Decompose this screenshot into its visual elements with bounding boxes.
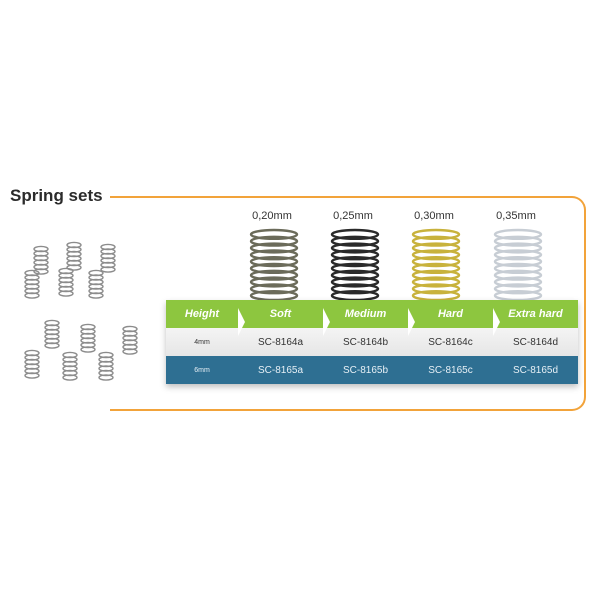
header-hard: Hard bbox=[408, 308, 500, 336]
table-row: 6mm SC-8165a SC-8165b SC-8165c SC-8165d bbox=[166, 356, 578, 384]
cell-soft: SC-8164a bbox=[257, 336, 304, 348]
header-height: Height bbox=[166, 308, 245, 336]
thickness-label-extra-hard: 0,35mm bbox=[496, 210, 536, 222]
chevron-divider-icon bbox=[238, 308, 245, 336]
cell-extra-hard: SC-8165d bbox=[512, 364, 559, 376]
header-medium: Medium bbox=[323, 308, 415, 336]
table-header-row: Height Soft Medium Hard Extra hard bbox=[166, 300, 578, 336]
cell-height: 4mm bbox=[194, 338, 210, 346]
cell-medium: SC-8165b bbox=[342, 364, 389, 376]
spring-image-medium bbox=[330, 228, 380, 302]
small-springs-image bbox=[24, 241, 138, 381]
cell-hard: SC-8164c bbox=[428, 336, 473, 348]
cell-height: 6mm bbox=[194, 366, 210, 374]
spring-image-soft bbox=[249, 228, 299, 302]
thickness-label-hard: 0,30mm bbox=[414, 210, 454, 222]
chevron-divider-icon bbox=[408, 308, 415, 336]
spring-table: Height Soft Medium Hard Extra hard 4mm S… bbox=[166, 300, 578, 384]
table-row: 4mm SC-8164a SC-8164b SC-8164c SC-8164d bbox=[166, 328, 578, 356]
cell-extra-hard: SC-8164d bbox=[512, 336, 559, 348]
section-title: Spring sets bbox=[10, 186, 103, 205]
chevron-divider-icon bbox=[493, 308, 500, 336]
thickness-label-soft: 0,20mm bbox=[252, 210, 292, 222]
spring-image-hard bbox=[411, 228, 461, 302]
spring-image-extra-hard bbox=[493, 228, 543, 302]
cell-medium: SC-8164b bbox=[342, 336, 389, 348]
header-extra-hard: Extra hard bbox=[508, 308, 563, 320]
cell-hard: SC-8165c bbox=[428, 364, 473, 376]
chevron-divider-icon bbox=[323, 308, 330, 336]
section-frame bbox=[110, 196, 586, 411]
thickness-label-medium: 0,25mm bbox=[333, 210, 373, 222]
header-soft: Soft bbox=[238, 308, 330, 336]
cell-soft: SC-8165a bbox=[257, 364, 304, 376]
